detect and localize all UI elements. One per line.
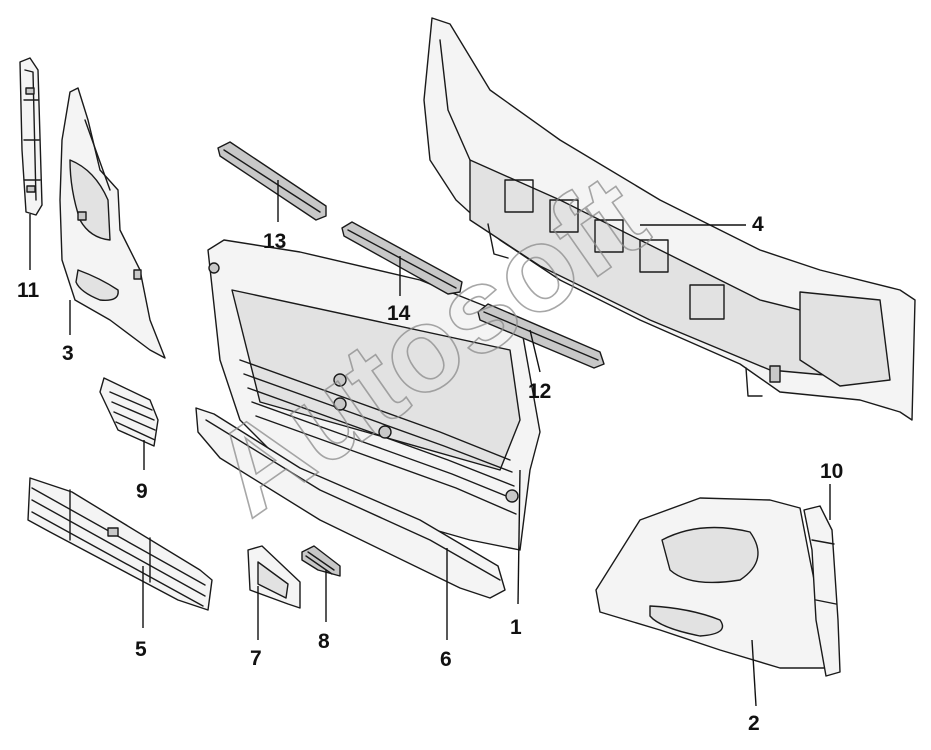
part-14-middle-strip xyxy=(341,221,463,295)
callout-12: 12 xyxy=(528,380,551,403)
callout-2: 2 xyxy=(748,712,760,735)
part-3-left-corner-panel xyxy=(59,87,166,359)
part-8-grille-insert xyxy=(301,545,341,577)
part-7-fog-light-bracket xyxy=(247,545,301,609)
leader-line-2 xyxy=(751,639,757,707)
callout-8: 8 xyxy=(318,630,330,653)
part-10-side-bracket xyxy=(803,505,841,677)
callout-14: 14 xyxy=(387,302,411,325)
callout-10: 10 xyxy=(820,460,843,483)
part-5-lower-grille xyxy=(27,477,213,611)
part-12-lower-strip xyxy=(477,303,605,369)
part-2-right-corner-panel xyxy=(595,497,833,669)
leader-line-1 xyxy=(517,469,521,605)
callout-4: 4 xyxy=(752,213,764,236)
callout-6: 6 xyxy=(440,648,452,671)
part-4-front-frame xyxy=(423,17,916,421)
callout-9: 9 xyxy=(136,480,148,503)
callout-1: 1 xyxy=(510,616,522,639)
part-1-main-front-panel xyxy=(207,239,541,551)
callout-13: 13 xyxy=(263,230,286,253)
callout-7: 7 xyxy=(250,647,262,670)
callout-5: 5 xyxy=(135,638,147,661)
part-9-side-vent xyxy=(99,377,159,447)
part-11-side-bracket xyxy=(19,57,43,216)
callout-3: 3 xyxy=(62,342,74,365)
part-13-upper-strip xyxy=(217,141,327,221)
part-6-bumper-trim xyxy=(195,407,506,599)
callout-11: 11 xyxy=(17,279,40,302)
leader-line-12 xyxy=(529,329,541,373)
